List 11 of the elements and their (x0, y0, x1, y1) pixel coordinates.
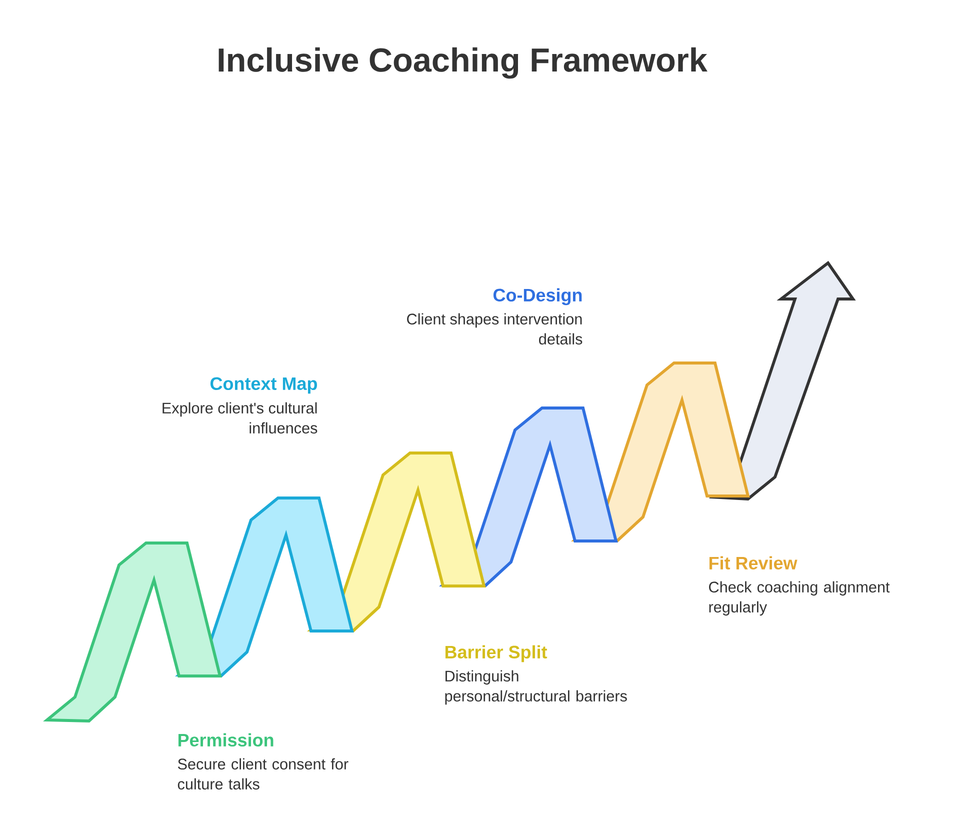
step-heading: Context Map (210, 377, 317, 394)
step-description: Distinguish personal/structural barriers (445, 670, 627, 705)
step-heading: Co-Design (493, 288, 582, 306)
step-description: Client shapes intervention details (407, 313, 582, 345)
step-heading: Barrier Split (446, 645, 548, 662)
step-description: Secure client consent for culture talks (178, 758, 348, 790)
step-heading: Permission (178, 733, 274, 746)
step-heading: Fit Review (710, 556, 798, 570)
step-description: Check coaching alignment regularly (709, 581, 890, 616)
step-description: Explore client's cultural influences (162, 402, 318, 434)
title: Inclusive Coaching Framework (218, 47, 708, 79)
